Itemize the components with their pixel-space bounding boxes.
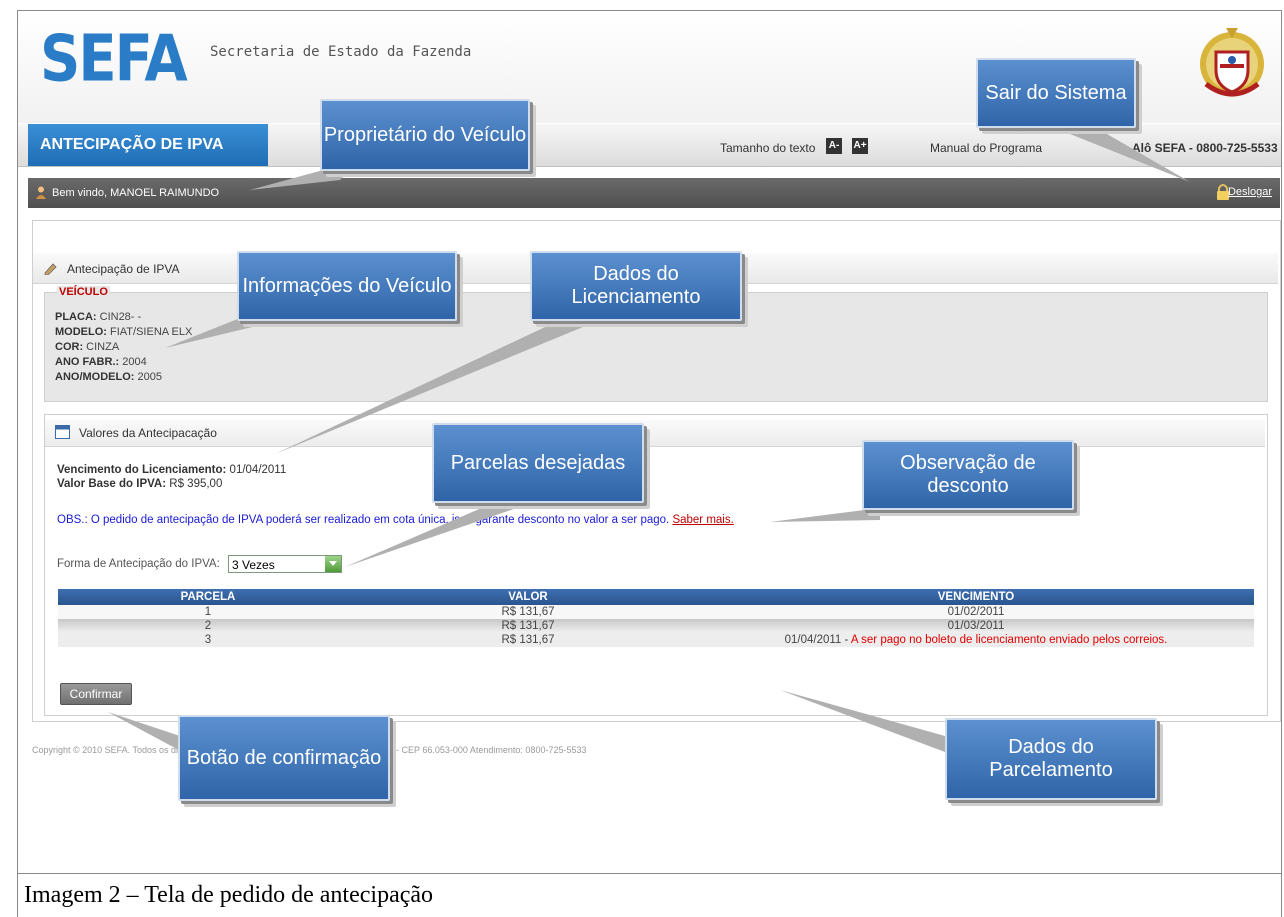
text-increase-button[interactable]: A+ (852, 138, 868, 154)
confirm-button[interactable]: Confirmar (60, 683, 132, 705)
header-subtitle: Secretaria de Estado da Fazenda (210, 44, 472, 60)
hotline-text: Alô SEFA - 0800-725-5533 (1132, 141, 1278, 155)
callout-proprietario: Proprietário do Veículo (320, 99, 530, 171)
table-row: 2 R$ 131,67 01/03/2011 (58, 619, 1254, 633)
callout-botao: Botão de confirmação (178, 715, 390, 801)
cell-vencimento: 01/02/2011 (698, 605, 1254, 619)
lock-icon[interactable] (1216, 184, 1230, 200)
cell-vencimento: 01/03/2011 (698, 619, 1254, 633)
cell-valor: R$ 131,67 (358, 619, 698, 633)
cell-valor: R$ 131,67 (358, 605, 698, 619)
logout-link[interactable]: Deslogar (1227, 186, 1272, 198)
values-header: Valores da Antecipacação (45, 420, 1265, 447)
cell-parcela: 2 (58, 619, 358, 633)
chevron-down-icon[interactable] (325, 556, 341, 572)
license-due: Vencimento do Licenciamento: 01/04/2011 (57, 464, 287, 476)
state-crest-icon (1200, 28, 1264, 97)
callout-observacao: Observação de desconto (862, 440, 1074, 510)
figure-caption: Imagem 2 – Tela de pedido de antecipação (24, 882, 434, 908)
vehicle-fab-year: ANO FABR.: 2004 (55, 356, 147, 368)
manual-link[interactable]: Manual do Programa (930, 141, 1043, 155)
vehicle-model-year: ANO/MODELO: 2005 (55, 371, 162, 383)
text-size-label: Tamanho do texto (720, 141, 816, 155)
callout-sair: Sair do Sistema (976, 58, 1136, 128)
welcome-user: Bem vindo, MANOEL RAIMUNDO (52, 187, 220, 199)
vehicle-legend: VEÍCULO (57, 286, 110, 298)
user-icon (36, 186, 46, 199)
pencil-icon (44, 263, 57, 275)
vehicle-model: MODELO: FIAT/SIENA ELX (55, 326, 193, 338)
callout-info-veiculo: Informações do Veículo (237, 251, 457, 321)
vehicle-color: COR: CINZA (55, 341, 120, 353)
cell-parcela: 1 (58, 605, 358, 619)
callout-parcelas: Parcelas desejadas (432, 423, 644, 503)
installments-select[interactable]: 3 Vezes (228, 555, 342, 573)
welcome-bar: Bem vindo, MANOEL RAIMUNDO Deslogar (28, 178, 1280, 208)
mail-note: A ser pago no boleto de licenciamento en… (850, 634, 1168, 646)
window-icon (55, 425, 70, 439)
col-vencimento: VENCIMENTO (698, 589, 1254, 605)
text-decrease-button[interactable]: A- (826, 138, 842, 154)
callout-licenciamento: Dados do Licenciamento (530, 251, 742, 321)
cell-vencimento: 01/04/2011 - A ser pago no boleto de lic… (698, 633, 1254, 647)
col-valor: VALOR (358, 589, 698, 605)
table-row: 3 R$ 131,67 01/04/2011 - A ser pago no b… (58, 633, 1254, 647)
callout-parcelamento: Dados do Parcelamento (945, 718, 1157, 800)
page-section-title: ANTECIPAÇÃO DE IPVA (28, 124, 268, 166)
sefa-logo[interactable]: SEFA (40, 22, 188, 97)
payment-form-label: Forma de Antecipação do IPVA: (57, 558, 220, 570)
vehicle-plate: PLACA: CIN28- - (55, 311, 142, 323)
values-title: Valores da Antecipacação (79, 426, 217, 440)
installments-table: PARCELA VALOR VENCIMENTO 1 R$ 131,67 01/… (58, 589, 1254, 647)
installments-selected: 3 Vezes (232, 558, 275, 572)
cell-valor: R$ 131,67 (358, 633, 698, 647)
learn-more-link[interactable]: Saber mais. (672, 514, 734, 526)
caption-row (17, 873, 1282, 917)
discount-observation: OBS.: O pedido de antecipação de IPVA po… (57, 514, 734, 526)
ipva-base-value: Valor Base do IPVA: R$ 395,00 (57, 478, 223, 490)
col-parcela: PARCELA (58, 589, 358, 605)
panel-title: Antecipação de IPVA (67, 262, 180, 276)
cell-parcela: 3 (58, 633, 358, 647)
table-row: 1 R$ 131,67 01/02/2011 (58, 605, 1254, 619)
